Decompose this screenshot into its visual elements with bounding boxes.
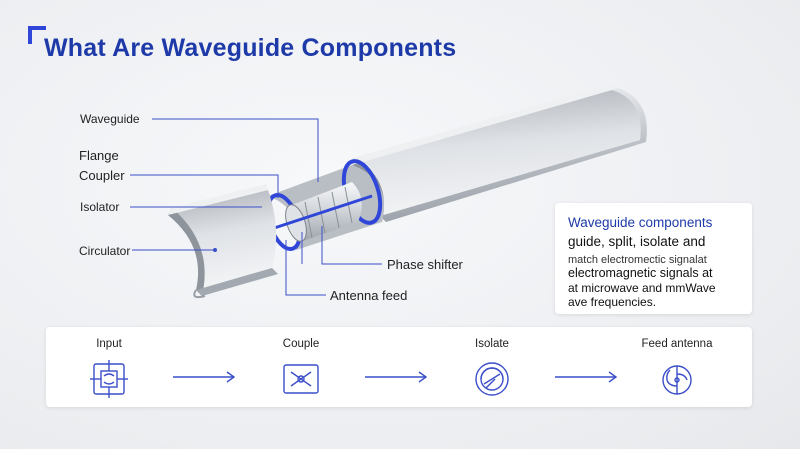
title-bracket-icon [28,26,46,44]
waveguide-input-icon [90,360,128,398]
waveguide-far-section [352,84,647,222]
flow-arrow-icon [173,371,236,383]
waveguide-near-section [168,184,278,299]
label-phase-shifter: Phase shifter [387,257,463,272]
info-card-line-1: guide, split, isolate and [568,234,706,249]
antenna-feed-icon [662,365,692,395]
flow-step-couple: Couple [251,327,351,407]
flow-arrow-icon [365,371,428,383]
page-title: What Are Waveguide Components [44,34,457,62]
info-card: Waveguide components guide, split, isola… [555,203,752,314]
flow-step-label: Feed antenna [641,338,713,350]
flow-arrow-icon [555,371,618,383]
flow-step-feed-antenna: Feed antenna [627,327,727,407]
label-flange: Flange [79,148,119,163]
info-card-line-4: at microwave and mmWave [568,281,716,295]
isolator-icon [475,362,509,396]
label-antenna-feed: Antenna feed [330,288,408,303]
label-waveguide: Waveguide [80,112,140,126]
flow-step-isolate: Isolate [442,327,542,407]
info-card-line-5: ave frequencies. [568,295,657,309]
info-card-title: Waveguide components [568,215,713,230]
info-card-line-2: match electromectic signalat [568,254,707,266]
waveguide-internal-section [261,159,384,251]
process-flow-panel: Input Couple [46,327,752,407]
label-circulator: Circulator [79,244,131,258]
flow-step-input: Input [59,327,159,407]
coupler-icon [283,364,319,394]
label-coupler: Coupler [79,168,125,183]
flow-step-label: Couple [282,338,320,350]
flow-step-label: Input [96,338,122,350]
leader-lines [130,118,382,296]
flow-step-label: Isolate [475,338,509,350]
label-isolator: Isolator [80,200,120,214]
info-card-line-3: electromagnetic signals at [568,266,713,280]
